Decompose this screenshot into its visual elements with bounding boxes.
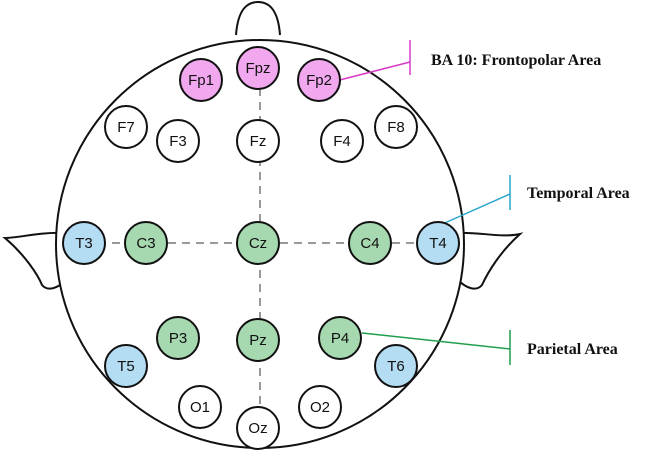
electrode-c4: C4 [348, 221, 392, 265]
parietal-pointer [361, 330, 511, 365]
electrode-c3: C3 [124, 221, 168, 265]
svg-text:Fp2: Fp2 [306, 72, 332, 89]
electrode-cz: Cz [236, 221, 280, 265]
electrode-t6: T6 [374, 344, 418, 388]
svg-text:Oz: Oz [248, 420, 267, 437]
svg-text:C3: C3 [136, 235, 155, 252]
electrode-pz: Pz [236, 318, 280, 362]
svg-text:T6: T6 [387, 358, 405, 375]
electrode-f8: F8 [374, 105, 418, 149]
svg-text:Fz: Fz [250, 133, 267, 150]
electrode-f4: F4 [320, 119, 364, 163]
svg-text:T3: T3 [75, 235, 93, 252]
temporal-pointer [437, 175, 511, 227]
electrode-t3: T3 [62, 221, 106, 265]
svg-text:O2: O2 [310, 399, 330, 416]
electrode-p3: P3 [156, 316, 200, 360]
svg-text:F3: F3 [169, 133, 187, 150]
electrode-oz: Oz [236, 406, 280, 450]
temporal-area-label: Temporal Area [527, 185, 630, 202]
svg-text:O1: O1 [190, 399, 210, 416]
electrode-fp1: Fp1 [179, 58, 223, 102]
svg-text:P4: P4 [331, 330, 349, 347]
left-ear [2, 231, 67, 290]
electrode-f7: F7 [104, 105, 148, 149]
svg-text:F7: F7 [117, 119, 135, 136]
electrode-t4: T4 [416, 221, 460, 265]
svg-text:Cz: Cz [249, 235, 267, 252]
electrode-p4: P4 [318, 316, 362, 360]
parietal-area-label: Parietal Area [527, 341, 618, 358]
svg-text:T5: T5 [117, 358, 135, 375]
electrode-o2: O2 [298, 385, 342, 429]
right-ear [457, 231, 524, 290]
electrode-o1: O1 [178, 385, 222, 429]
svg-text:C4: C4 [360, 235, 379, 252]
electrode-fpz: Fpz [236, 46, 280, 90]
electrode-fz: Fz [236, 119, 280, 163]
svg-text:Fpz: Fpz [245, 60, 270, 77]
svg-text:Pz: Pz [249, 332, 267, 349]
svg-text:P3: P3 [169, 330, 187, 347]
electrode-f3: F3 [156, 119, 200, 163]
svg-text:Fp1: Fp1 [188, 72, 214, 89]
electrode-fp2: Fp2 [297, 58, 341, 102]
frontopolar-pointer [327, 40, 411, 84]
electrode-t5: T5 [104, 344, 148, 388]
svg-text:F4: F4 [333, 133, 351, 150]
svg-text:F8: F8 [387, 119, 405, 136]
svg-text:T4: T4 [429, 235, 447, 252]
frontopolar-area-label: BA 10: Frontopolar Area [431, 52, 601, 69]
nose [235, 0, 281, 36]
